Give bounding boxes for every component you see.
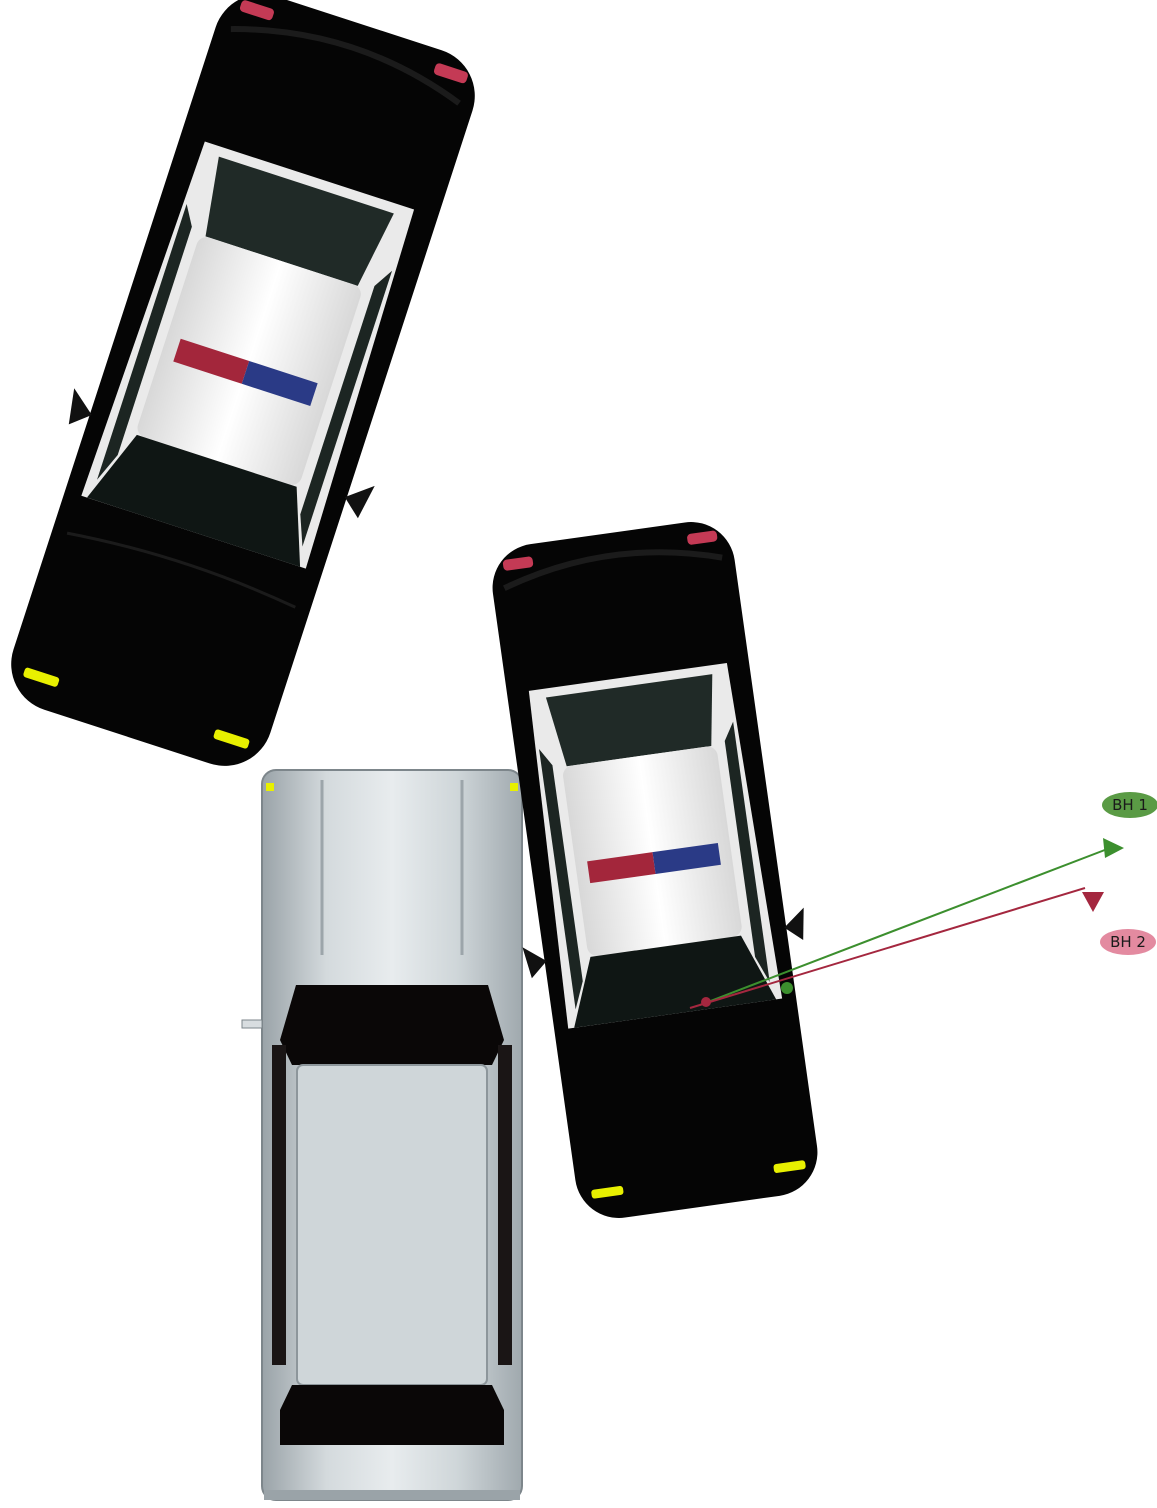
suv-roof	[297, 1065, 487, 1385]
suv-windshield	[280, 985, 504, 1065]
suv	[242, 770, 522, 1500]
suv-side-window-right	[498, 1045, 512, 1365]
suv-side-window-left	[272, 1045, 286, 1365]
bh1-tag: BH 1	[1102, 792, 1157, 818]
headlamp-left	[266, 783, 274, 791]
rear-bumper	[264, 1490, 520, 1500]
bh2-tag: BH 2	[1100, 929, 1156, 955]
suv-mirror-left	[242, 1020, 262, 1028]
police-car-1	[0, 0, 509, 785]
headlamp-right	[510, 783, 518, 791]
bh2-arrow-icon	[1082, 892, 1104, 912]
bh2-origin-marker	[701, 997, 711, 1007]
police-car-2	[467, 514, 843, 1227]
bh1-origin-marker	[781, 982, 793, 994]
bh1-arrow-icon	[1103, 838, 1124, 858]
bh1-tag-label: BH 1	[1112, 796, 1148, 814]
bh2-tag-label: BH 2	[1110, 933, 1146, 951]
suv-rear-window	[280, 1385, 504, 1445]
